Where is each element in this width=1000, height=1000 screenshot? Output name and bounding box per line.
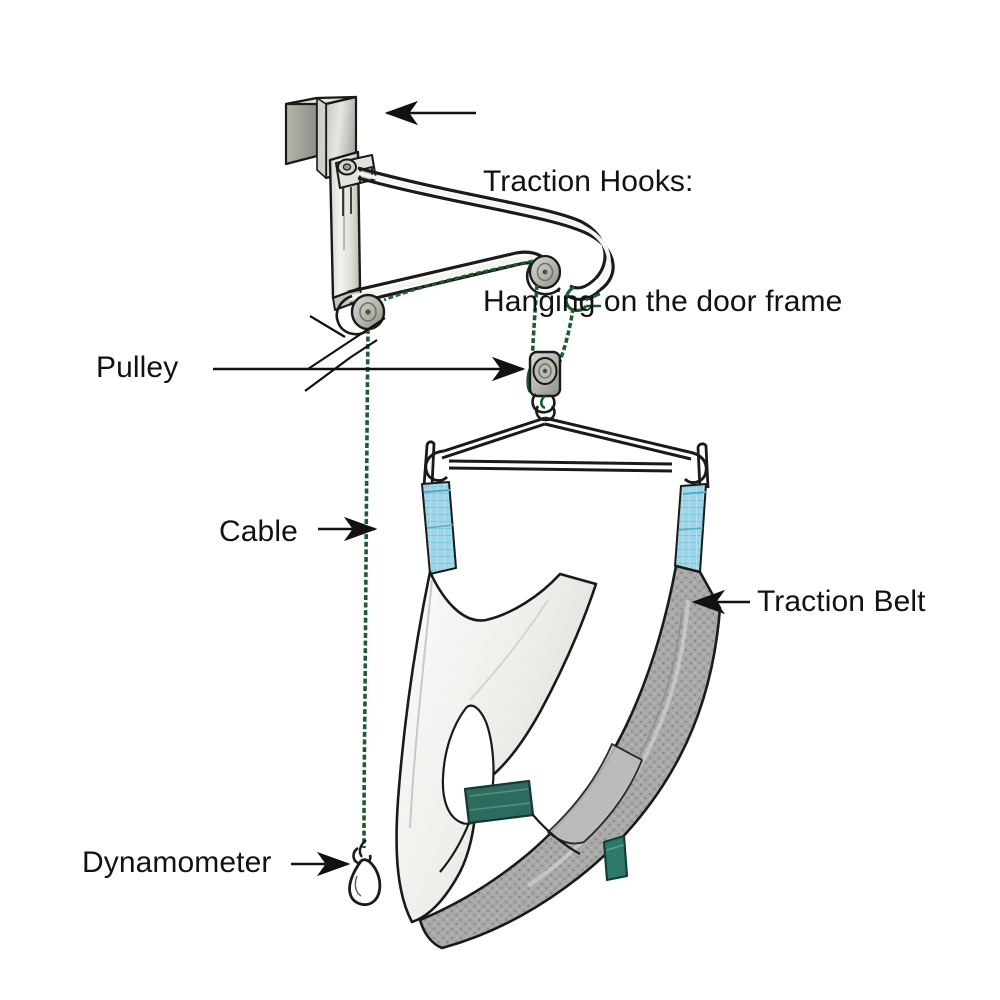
leader-branches-pulley [307, 317, 386, 370]
label-traction-hooks: Traction Hooks: Hanging on the door fram… [483, 82, 842, 402]
occipital-strap [418, 564, 722, 950]
label-dynamometer: Dynamometer [82, 846, 272, 879]
label-traction-hooks-line2: Hanging on the door frame [483, 285, 843, 318]
spreader-bar [422, 405, 710, 489]
arm-pulley [526, 254, 562, 296]
label-traction-hooks-line1: Traction Hooks: [483, 165, 694, 198]
connector-tabs [439, 779, 629, 882]
suspension-straps [421, 481, 708, 575]
label-traction-belt: Traction Belt [757, 585, 926, 618]
label-pulley: Pulley [96, 351, 179, 384]
upper-pulley [335, 293, 386, 336]
leader-line-pulley [213, 315, 526, 392]
swivel-arm [357, 166, 615, 301]
hanging-pulley [526, 350, 562, 414]
label-cable: Cable [219, 515, 298, 548]
dynamometer-gauge [348, 839, 382, 906]
